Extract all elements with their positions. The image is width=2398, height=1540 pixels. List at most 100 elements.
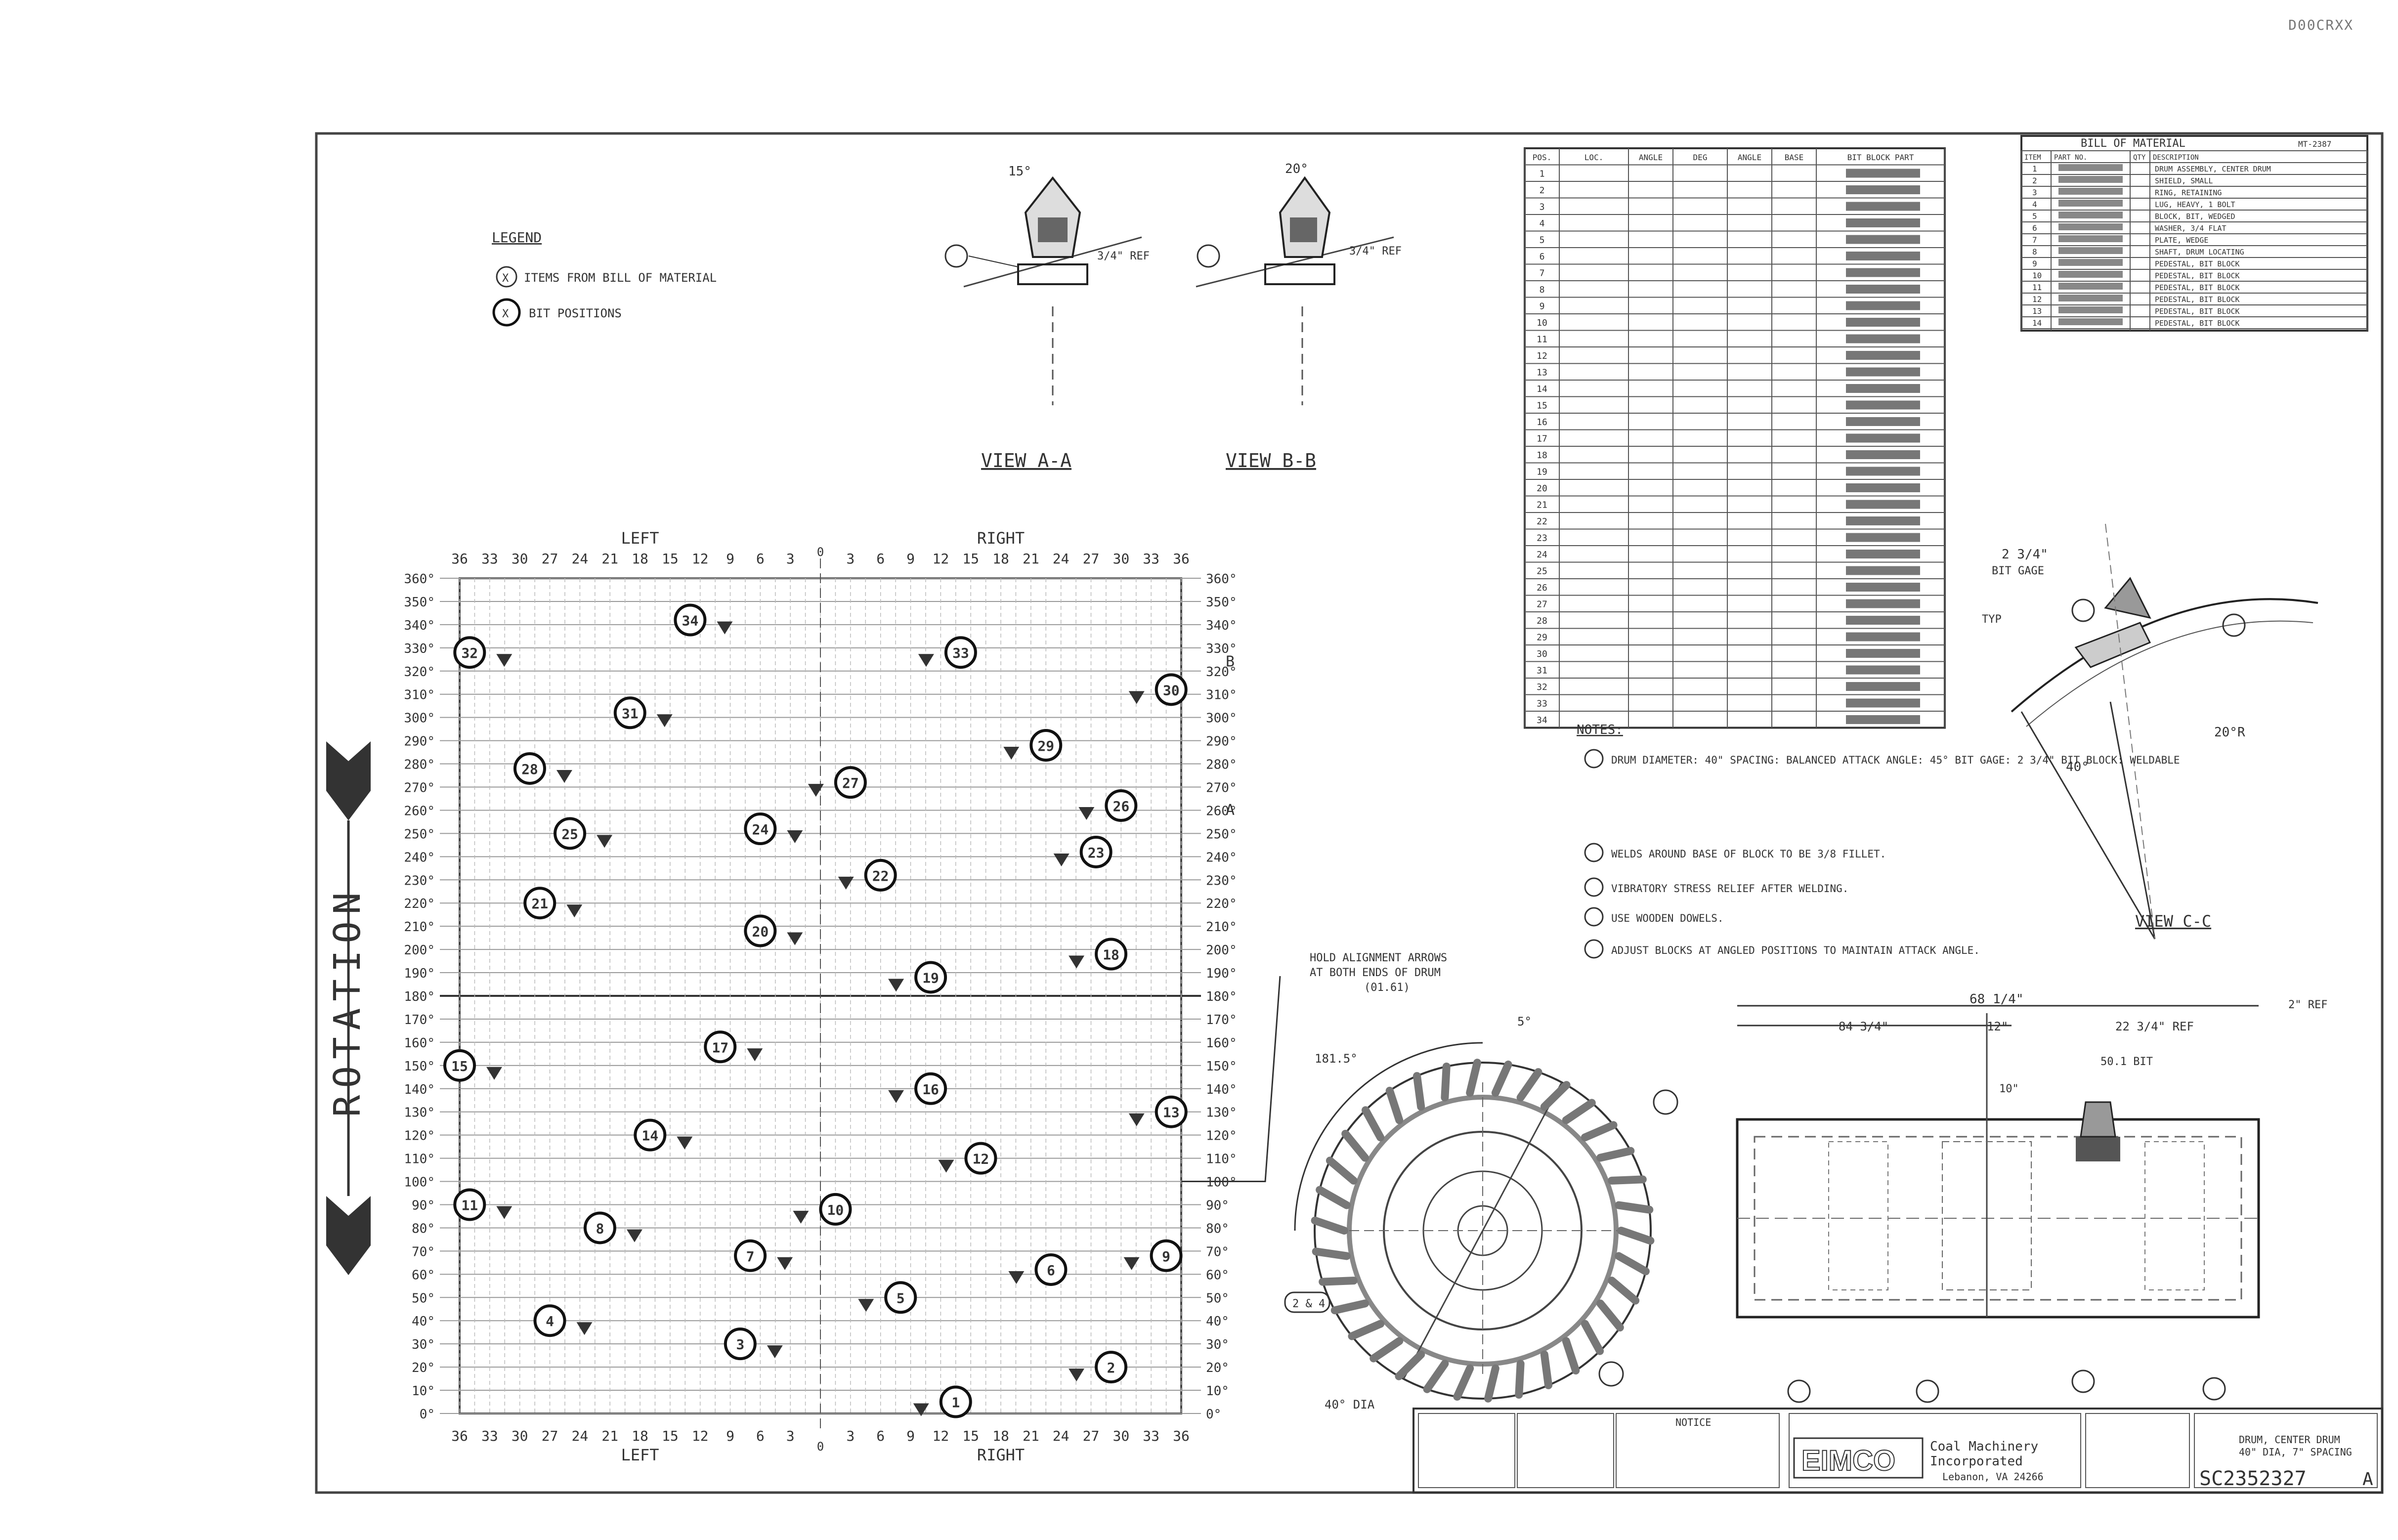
x-tick-top: 24	[1053, 551, 1070, 567]
bom-item-desc: PEDESTAL, BIT BLOCK	[2155, 307, 2240, 316]
y-tick-right: 290°	[1206, 734, 1237, 749]
bit-triangle-marker	[858, 1299, 874, 1312]
drum-bit-block	[1515, 1360, 1525, 1399]
bit-triangle-marker	[717, 621, 733, 635]
bom-part-cell	[2058, 164, 2123, 171]
bit-position-marker	[453, 636, 486, 669]
bit-position-label: 7	[746, 1248, 755, 1265]
bit-position-label: 24	[752, 821, 769, 838]
notes: NOTES: DRUM DIAMETER: 40" SPACING: BALAN…	[1577, 723, 2180, 959]
y-tick-right: 60°	[1206, 1268, 1229, 1283]
bit-triangle-marker	[1069, 1369, 1085, 1382]
table-row-pos: 16	[1537, 417, 1547, 428]
table-part-cell	[1846, 417, 1920, 426]
view-a-a: 15° 3/4" REF VIEW A-A	[944, 164, 1150, 471]
x-tick-top: 33	[481, 551, 498, 567]
leader-line	[1181, 976, 1281, 1183]
table-part-cell	[1846, 318, 1920, 327]
bom-item-symbol	[496, 266, 517, 288]
view-a-label: VIEW A-A	[981, 450, 1071, 471]
y-tick-right: 130°	[1206, 1106, 1237, 1120]
view-b-b: 20° 3/4" REF VIEW B-B	[1196, 162, 1402, 471]
drum-callout: 2 & 4	[1292, 1298, 1325, 1310]
x-tick-bottom: 18	[992, 1428, 1009, 1444]
x-tick-top: 33	[1143, 551, 1159, 567]
y-tick-right: 270°	[1206, 781, 1237, 796]
table-header: DEG	[1693, 153, 1708, 162]
drum-bit-block	[1441, 1062, 1451, 1102]
x-tick-top: 18	[992, 551, 1009, 567]
y-tick-right: 280°	[1206, 758, 1237, 772]
x-tick-top: 36	[1173, 551, 1190, 567]
x-tick-top: 15	[662, 551, 679, 567]
bit-position-label: 4	[546, 1313, 554, 1329]
drawing-number: SC2352327	[2199, 1467, 2307, 1490]
table-row-pos: 13	[1537, 368, 1547, 378]
bom-part-cell	[2058, 235, 2123, 242]
sheet-border	[315, 132, 2384, 1494]
y-tick-left: 130°	[404, 1106, 435, 1120]
table-row-pos: 9	[1540, 301, 1545, 312]
bit-triangle-marker	[767, 1345, 783, 1359]
table-part-cell	[1846, 533, 1920, 542]
y-tick-right: 200°	[1206, 943, 1237, 958]
bit-position-label: 32	[461, 645, 478, 661]
bit-position-marker	[724, 1327, 757, 1361]
bit-triangle-marker	[556, 770, 572, 783]
table-row-pos: 19	[1537, 467, 1547, 477]
company-sub-1: Coal Machinery	[1930, 1439, 2038, 1454]
bit-triangle-marker	[747, 1048, 763, 1062]
drum-bit-block	[1615, 1252, 1650, 1276]
x-tick-bottom: 15	[662, 1428, 679, 1444]
table-part-cell	[1846, 616, 1920, 625]
drum-end-view: HOLD ALIGNMENT ARROWS AT BOTH ENDS OF DR…	[1284, 952, 1678, 1412]
bit-triangle-marker	[496, 654, 513, 667]
side-mid-dim: 12"	[1987, 1020, 2008, 1033]
table-row-pos: 18	[1537, 450, 1547, 461]
bom-part-cell	[2058, 212, 2123, 218]
table-row-pos: 31	[1537, 666, 1547, 676]
bit-position-label: 34	[682, 613, 699, 629]
drum-bit-block	[1484, 1364, 1499, 1403]
bit-position-label: 12	[973, 1151, 989, 1167]
x-tick-top: 3	[786, 551, 795, 567]
drum-bit-block	[1581, 1121, 1618, 1142]
y-tick-right: 140°	[1206, 1082, 1237, 1097]
view-a-dim: 3/4" REF	[1097, 250, 1150, 262]
y-tick-right: 100°	[1206, 1175, 1237, 1190]
view-c-dim1: 2 3/4"	[2002, 547, 2048, 562]
bit-triangle-marker	[1123, 1257, 1140, 1270]
y-tick-right: 90°	[1206, 1198, 1229, 1213]
rotation-label: ROTATION	[326, 886, 369, 1117]
bit-position-marker	[554, 817, 587, 850]
bom-item-desc: PEDESTAL, BIT BLOCK	[2155, 295, 2240, 304]
bit-triangle-marker	[888, 979, 904, 992]
x-tick-top: 6	[876, 551, 885, 567]
bom-item-no: 13	[2032, 306, 2042, 316]
drum-dim-1: (01.61)	[1364, 982, 1410, 994]
bom-header: PART NO.	[2054, 154, 2087, 162]
y-tick-left: 190°	[404, 966, 435, 981]
bit-position-marker	[523, 887, 557, 920]
table-row-pos: 15	[1537, 401, 1547, 411]
drum-bit-block	[1385, 1086, 1404, 1124]
note-3: VIBRATORY STRESS RELIEF AFTER WELDING.	[1611, 883, 1848, 895]
drum-bit-block	[1330, 1299, 1369, 1315]
bom-item-no: 8	[2032, 247, 2037, 257]
drum-bit-block	[1491, 1060, 1512, 1097]
bit-triangle-marker	[1078, 807, 1095, 820]
table-row-pos: 30	[1537, 649, 1547, 659]
bit-position-label: 30	[1163, 682, 1180, 698]
y-tick-right: 110°	[1206, 1152, 1237, 1167]
table-part-cell	[1846, 583, 1920, 592]
y-tick-right: 240°	[1206, 850, 1237, 865]
bit-position-label: 29	[1037, 738, 1054, 754]
table-row-pos: 32	[1537, 682, 1547, 692]
view-c-angle: 40°	[2066, 760, 2089, 774]
x-tick-top: 12	[932, 551, 949, 567]
bom-item-desc: BLOCK, BIT, WEDGED	[2155, 212, 2235, 221]
y-tick-right: 300°	[1206, 711, 1237, 726]
table-row-pos: 1	[1540, 169, 1545, 179]
